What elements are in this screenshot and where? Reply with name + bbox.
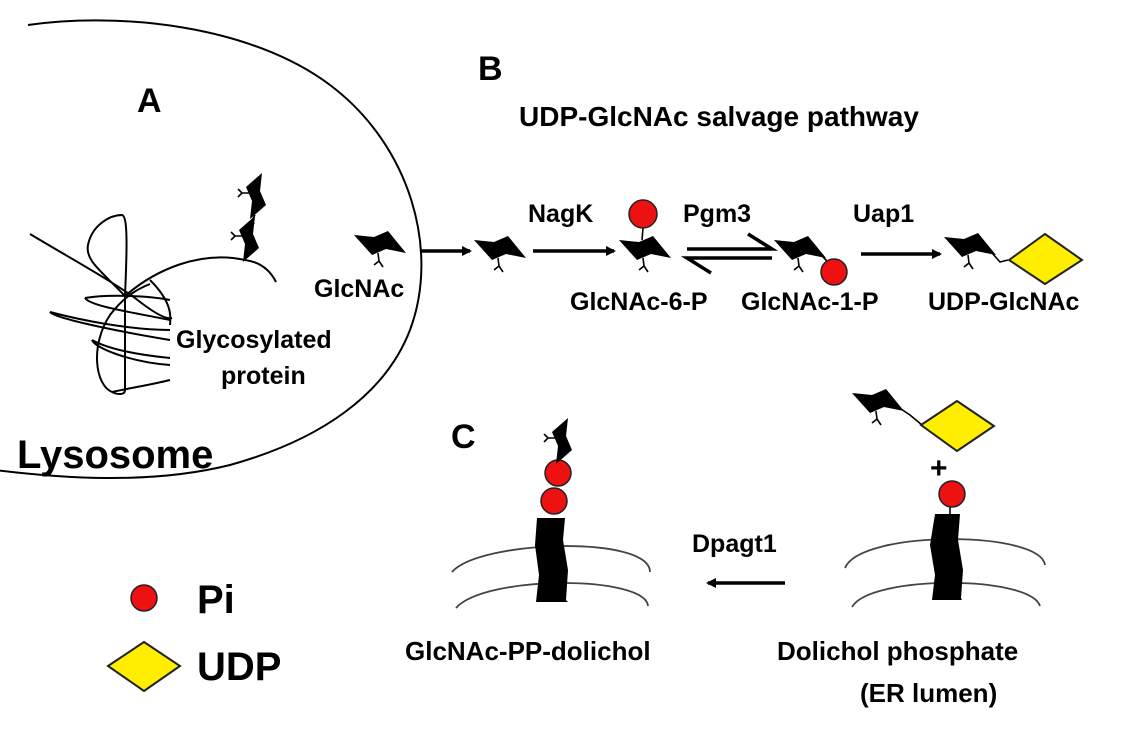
legend-phosphate-icon — [130, 584, 158, 612]
phosphate-icon — [938, 480, 966, 508]
glcnac-pp-dolichol-structure — [451, 417, 651, 609]
udp-glcnac-structure — [943, 232, 1084, 286]
udp-glcnac-donor-structure — [851, 388, 996, 453]
dolichol-phosphate-structure — [844, 480, 1046, 608]
lysosome — [0, 19, 423, 479]
legend-label-udp: UDP — [197, 645, 281, 689]
enzyme-uap1: Uap1 — [853, 200, 914, 228]
glcnac-label: GlcNAc — [314, 275, 404, 303]
glcnac-icon — [773, 235, 827, 273]
glcnac-icon — [543, 417, 573, 465]
dolichol-anchor-icon — [535, 518, 568, 602]
protein-label-line1: Glycosylated — [176, 326, 332, 354]
glcnac-cytosol-icon — [473, 235, 527, 273]
glycosylated-protein — [29, 213, 277, 396]
lysosome-membrane — [0, 19, 423, 479]
pathway-title: UDP-GlcNAc salvage pathway — [519, 101, 919, 132]
glcnac-icon — [943, 232, 997, 270]
product-udp-glcnac: UDP-GlcNAc — [928, 288, 1080, 316]
glcnac-6-p-structure — [618, 199, 672, 273]
legend-label-pi: Pi — [197, 578, 235, 622]
phosphate-icon — [540, 487, 568, 515]
legend-item-udp: UDP — [106, 640, 281, 693]
substrate-location: (ER lumen) — [860, 678, 997, 708]
glcnac-free-icon — [353, 230, 407, 268]
panel-c-label: C — [451, 418, 476, 456]
phosphate-icon — [628, 199, 658, 229]
legend: Pi UDP — [106, 578, 281, 693]
pgm3-equilibrium-arrows — [680, 232, 779, 275]
enzyme-pgm3: Pgm3 — [683, 200, 751, 228]
product-glcnac-6-p: GlcNAc-6-P — [570, 288, 708, 316]
phosphate-icon — [820, 258, 848, 286]
glcnac-residue-icon — [237, 172, 267, 220]
phosphate-icon — [544, 459, 572, 487]
glcnac-icon — [851, 388, 905, 426]
product-glcnac-pp-dolichol: GlcNAc-PP-dolichol — [405, 636, 651, 666]
plus-sign: + — [930, 452, 948, 485]
enzyme-dpagt1: Dpagt1 — [692, 530, 777, 558]
panel-b-label: B — [478, 50, 503, 88]
udp-icon — [919, 399, 996, 453]
enzyme-nagk: NagK — [528, 200, 593, 228]
panel-a-label: A — [137, 82, 162, 120]
lysosome-label: Lysosome — [17, 433, 213, 477]
protein-label-line2: protein — [221, 362, 306, 390]
protein-glycan-chain — [230, 172, 267, 263]
glcnac-1-p-structure — [773, 235, 848, 286]
dolichol-anchor-icon — [930, 514, 963, 600]
legend-item-pi: Pi — [130, 578, 235, 622]
udp-icon — [1007, 232, 1084, 286]
product-glcnac-1-p: GlcNAc-1-P — [741, 288, 879, 316]
substrate-dolichol-phosphate: Dolichol phosphate — [777, 636, 1018, 666]
glcnac-icon — [618, 235, 672, 273]
legend-udp-icon — [106, 640, 182, 693]
